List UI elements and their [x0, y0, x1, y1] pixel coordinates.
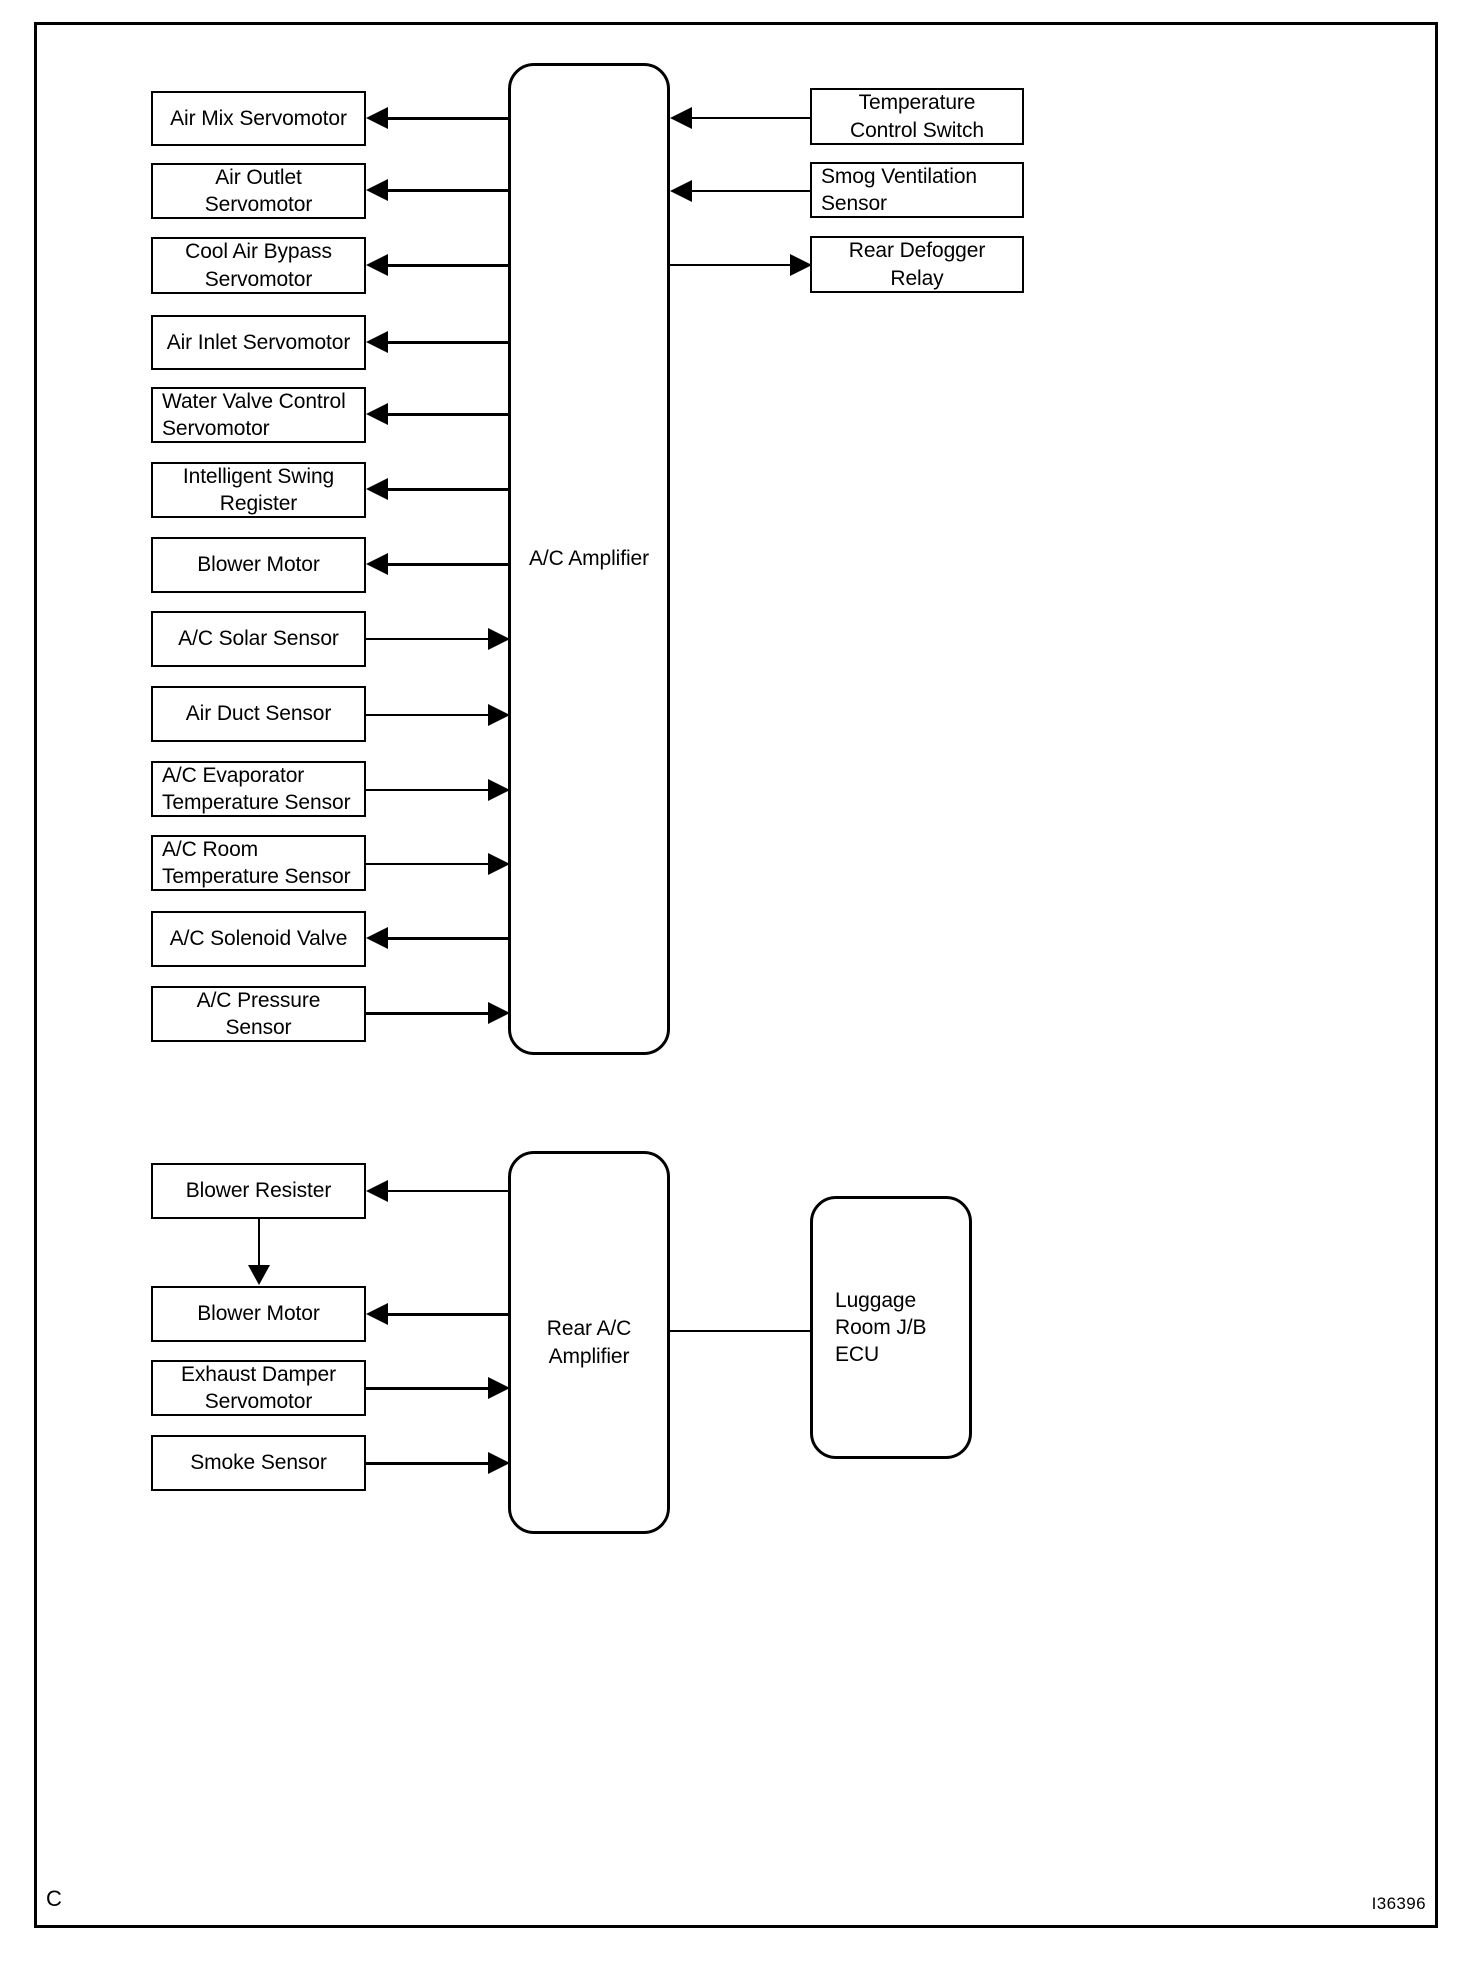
footer-figure-id: I36396	[1371, 1894, 1426, 1913]
node-ac-solar-sensor: A/C Solar Sensor	[151, 611, 366, 667]
node-label: Smoke Sensor	[190, 1451, 327, 1475]
connector-line	[388, 488, 510, 491]
connector-line	[692, 117, 812, 119]
node-label: Air Duct Sensor	[185, 702, 332, 726]
node-label: Air Outlet Servomotor	[204, 165, 313, 216]
connector-line	[388, 264, 510, 267]
node-label: Water Valve Control Servomotor	[162, 389, 346, 440]
arrow-left-icon	[670, 180, 692, 202]
connector-line-vertical	[258, 1219, 260, 1272]
node-ac-amplifier: A/C Amplifier	[508, 63, 670, 1055]
connector-line	[388, 189, 510, 192]
connector-line	[670, 264, 790, 266]
node-label: Intelligent Swing Register	[182, 464, 335, 515]
node-label: Blower Motor	[197, 553, 320, 577]
node-air-mix-servomotor: Air Mix Servomotor	[151, 91, 366, 146]
connector-line	[366, 1462, 488, 1465]
node-ac-solenoid-valve: A/C Solenoid Valve	[151, 911, 366, 967]
node-label: Blower Motor	[197, 1302, 320, 1326]
connector-line	[366, 714, 488, 716]
node-label: Cool Air Bypass Servomotor	[185, 240, 332, 291]
connector-line	[388, 341, 510, 344]
node-blower-motor-front: Blower Motor	[151, 537, 366, 593]
arrow-left-icon	[366, 107, 388, 129]
node-label: Blower Resister	[185, 1179, 332, 1203]
arrow-left-icon	[366, 254, 388, 276]
node-label: A/C Solenoid Valve	[169, 927, 348, 951]
node-smog-ventilation-sensor: Smog Ventilation Sensor	[810, 162, 1024, 218]
node-label: A/C Amplifier	[528, 547, 650, 571]
arrow-right-icon	[488, 628, 510, 650]
node-ac-evaporator-temperature-sensor: A/C Evaporator Temperature Sensor	[151, 761, 366, 817]
node-label: Exhaust Damper Servomotor	[180, 1362, 336, 1413]
node-ac-pressure-sensor: A/C Pressure Sensor	[151, 986, 366, 1042]
node-air-outlet-servomotor: Air Outlet Servomotor	[151, 163, 366, 219]
node-label: A/C Solar Sensor	[178, 627, 339, 651]
connector-line	[388, 1313, 510, 1316]
node-temperature-control-switch: Temperature Control Switch	[810, 88, 1024, 145]
node-label: Rear Defogger Relay	[848, 239, 986, 290]
arrow-right-icon	[488, 779, 510, 801]
arrow-right-icon	[790, 254, 812, 276]
connector-line	[388, 563, 510, 566]
connector-line	[366, 863, 488, 865]
node-exhaust-damper-servomotor: Exhaust Damper Servomotor	[151, 1360, 366, 1416]
node-label: Air Inlet Servomotor	[166, 330, 351, 354]
footer-left-mark: C	[46, 1886, 62, 1911]
node-label: Luggage Room J/B ECU	[835, 1288, 927, 1367]
node-label: Rear A/C Amplifier	[546, 1317, 632, 1368]
arrow-right-icon	[488, 853, 510, 875]
connector-line	[692, 190, 812, 192]
node-label: Smog Ventilation Sensor	[821, 164, 978, 215]
connector-line	[366, 1012, 488, 1015]
node-label: A/C Evaporator Temperature Sensor	[162, 763, 351, 814]
arrow-left-icon	[366, 1180, 388, 1202]
arrow-left-icon	[366, 478, 388, 500]
connector-line	[670, 1330, 812, 1332]
node-rear-defogger-relay: Rear Defogger Relay	[810, 236, 1024, 293]
arrow-right-icon	[488, 1002, 510, 1024]
connector-line	[388, 937, 510, 940]
arrow-left-icon	[366, 553, 388, 575]
node-air-inlet-servomotor: Air Inlet Servomotor	[151, 315, 366, 370]
node-blower-motor-rear: Blower Motor	[151, 1286, 366, 1342]
node-smoke-sensor: Smoke Sensor	[151, 1435, 366, 1491]
node-intelligent-swing-register: Intelligent Swing Register	[151, 462, 366, 518]
connector-line	[388, 117, 510, 120]
arrow-left-icon	[366, 179, 388, 201]
connector-line	[388, 413, 510, 416]
connector-line	[366, 638, 488, 640]
connector-line	[366, 1387, 488, 1390]
page-border-frame	[34, 22, 1438, 1928]
node-label: Air Mix Servomotor	[170, 106, 347, 130]
connector-line	[388, 1190, 510, 1192]
node-water-valve-control-servomotor: Water Valve Control Servomotor	[151, 387, 366, 443]
node-ac-room-temperature-sensor: A/C Room Temperature Sensor	[151, 835, 366, 891]
arrow-left-icon	[366, 927, 388, 949]
arrow-left-icon	[366, 403, 388, 425]
arrow-right-icon	[488, 704, 510, 726]
node-label: A/C Pressure Sensor	[196, 988, 321, 1039]
connector-line	[366, 789, 488, 791]
node-air-duct-sensor: Air Duct Sensor	[151, 686, 366, 742]
node-luggage-room-jb-ecu: Luggage Room J/B ECU	[810, 1196, 972, 1459]
node-label: Temperature Control Switch	[850, 91, 984, 142]
arrow-left-icon	[366, 331, 388, 353]
arrow-left-icon	[670, 107, 692, 129]
node-label: A/C Room Temperature Sensor	[162, 837, 351, 888]
arrow-right-icon	[488, 1452, 510, 1474]
node-blower-resister: Blower Resister	[151, 1163, 366, 1219]
node-rear-ac-amplifier: Rear A/C Amplifier	[508, 1151, 670, 1534]
arrow-right-icon	[488, 1377, 510, 1399]
node-cool-air-bypass-servomotor: Cool Air Bypass Servomotor	[151, 237, 366, 294]
arrow-left-icon	[366, 1303, 388, 1325]
arrow-down-icon	[248, 1265, 270, 1285]
